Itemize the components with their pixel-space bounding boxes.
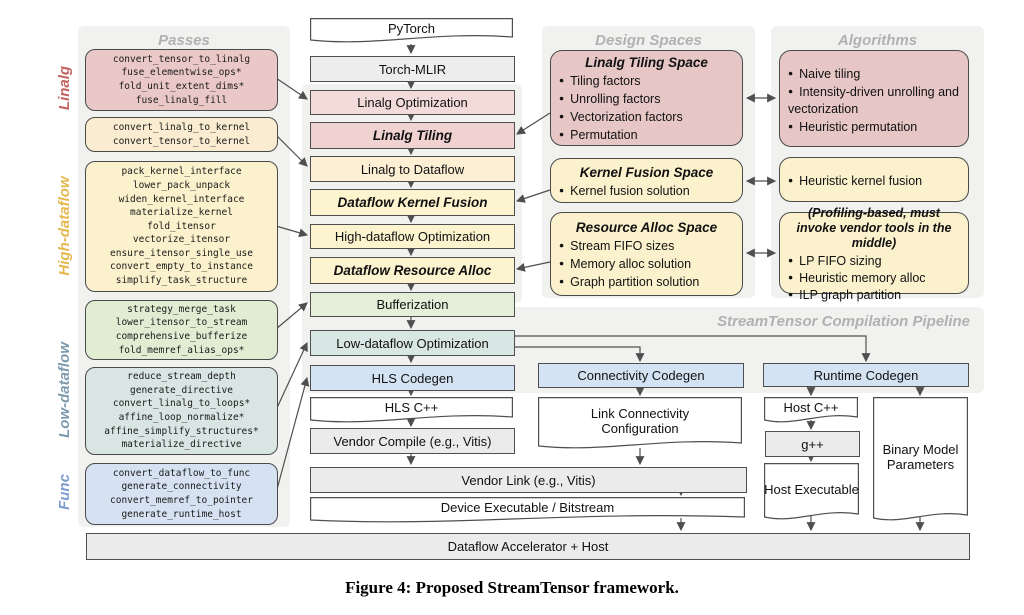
node-vendor-link: Vendor Link (e.g., Vitis) [310, 467, 747, 493]
node-link-connectivity-configuration: Link Connectivity Configuration [538, 397, 742, 450]
design-box-kernel-fusion-space: Kernel Fusion Space Kernel fusion soluti… [550, 158, 743, 203]
algo-box-tiling: Naive tiling Intensity-driven unrolling … [779, 50, 969, 147]
pass-line: fold_unit_extent_dims* [118, 81, 245, 92]
node-vendor-compile: Vendor Compile (e.g., Vitis) [310, 428, 515, 454]
pass-line: lower_pack_unpack [132, 179, 231, 191]
pass-line: affine_simplify_structures* [104, 425, 259, 437]
bullet: Graph partition solution [559, 273, 734, 291]
node-host-cpp: Host C++ [764, 397, 858, 424]
document-shape [764, 463, 859, 520]
pass-line: vectorize_itensor [132, 234, 231, 246]
pass-box-linalg-2: convert_linalg_to_kernel convert_tensor_… [85, 117, 278, 152]
pass-line: convert_empty_to_instance [110, 261, 253, 273]
bullet: Memory alloc solution [559, 255, 734, 273]
pass-line: lower_itensor_to_stream [115, 317, 248, 329]
node-bufferization: Bufferization [310, 292, 515, 317]
pass-box-high-dataflow: pack_kernel_interface lower_pack_unpack … [85, 161, 278, 292]
node-hls-codegen: HLS Codegen [310, 365, 515, 391]
section-label-linalg: Linalg [55, 65, 73, 111]
pass-line: simplify_task_structure [115, 275, 248, 287]
pass-line: affine_loop_normalize* [118, 412, 245, 423]
document-shape [764, 397, 858, 423]
node-binary-model-parameters: Binary Model Parameters [873, 397, 968, 522]
node-dataflow-kernel-fusion: Dataflow Kernel Fusion [310, 189, 515, 216]
pass-line: convert_dataflow_to_func [112, 467, 251, 479]
design-spaces-title: Design Spaces [595, 32, 702, 49]
node-device-executable: Device Executable / Bitstream [310, 497, 745, 524]
node-linalg-to-dataflow: Linalg to Dataflow [310, 156, 515, 182]
node-runtime-codegen: Runtime Codegen [763, 363, 969, 387]
pass-box-linalg-1: convert_tensor_to_linalg fuse_elementwis… [85, 49, 278, 111]
pipeline-title: StreamTensor Compilation Pipeline [717, 313, 970, 330]
node-low-dataflow-optimization: Low-dataflow Optimization [310, 330, 515, 356]
pass-box-low-dataflow: reduce_stream_depth generate_directive c… [85, 367, 278, 455]
pass-line: fold_itensor [147, 220, 216, 232]
node-torch-mlir: Torch-MLIR [310, 56, 515, 82]
node-host-executable: Host Executable [764, 463, 859, 521]
algo-box-fusion: Heuristic kernel fusion [779, 157, 969, 202]
bullet: Permutation [559, 126, 734, 144]
pass-line: fuse_linalg_fill [135, 94, 228, 106]
figure-caption: Figure 4: Proposed StreamTensor framewor… [345, 578, 679, 597]
passes-title: Passes [158, 32, 210, 49]
bullet: Heuristic permutation [788, 118, 960, 136]
node-dataflow-accelerator-host: Dataflow Accelerator + Host [86, 533, 970, 560]
bullet: Vectorization factors [559, 108, 734, 126]
document-shape [310, 497, 745, 523]
pass-line: convert_tensor_to_kernel [112, 135, 251, 147]
bullet: Kernel fusion solution [559, 182, 734, 200]
pass-line: convert_tensor_to_linalg [112, 53, 251, 65]
node-gpp: g++ [765, 431, 860, 457]
pass-line: pack_kernel_interface [121, 166, 242, 178]
pass-box-bufferization: strategy_merge_task lower_itensor_to_str… [85, 300, 278, 360]
algo-note: (Profiling-based, must invoke vendor too… [796, 205, 952, 250]
node-linalg-optimization: Linalg Optimization [310, 90, 515, 115]
section-label-func: Func [55, 474, 73, 510]
pass-line: fold_memref_alias_ops* [118, 344, 245, 356]
pass-line: widen_kernel_interface [118, 193, 245, 205]
document-shape [310, 397, 513, 423]
bullet: Heuristic memory alloc [788, 269, 960, 286]
pass-line: comprehensive_bufferize [115, 331, 248, 342]
pass-line: ensure_itensor_single_use [110, 247, 253, 259]
section-label-high-dataflow: High-dataflow [55, 176, 73, 276]
bullet: ILP graph partition [788, 286, 960, 303]
pass-line: materialize_kernel [130, 207, 233, 219]
pass-line: materialize_directive [121, 439, 242, 451]
design-box-resource-alloc-space: Resource Alloc Space Stream FIFO sizes M… [550, 212, 743, 296]
node-dataflow-resource-alloc: Dataflow Resource Alloc [310, 257, 515, 284]
pass-box-func: convert_dataflow_to_func generate_connec… [85, 463, 278, 525]
bullet: Stream FIFO sizes [559, 237, 734, 255]
pass-line: reduce_stream_depth [127, 371, 236, 383]
bullet: LP FIFO sizing [788, 252, 960, 269]
pass-line: convert_linalg_to_kernel [112, 121, 251, 133]
algorithms-title: Algorithms [837, 32, 918, 49]
node-pytorch: PyTorch [310, 18, 513, 44]
document-shape [538, 397, 742, 449]
node-linalg-tiling: Linalg Tiling [310, 122, 515, 149]
node-high-dataflow-optimization: High-dataflow Optimization [310, 224, 515, 249]
pass-line: strategy_merge_task [127, 303, 236, 315]
bullet: Intensity-driven unrolling and vectoriza… [788, 83, 960, 118]
pass-line: fuse_elementwise_ops* [121, 67, 242, 79]
document-shape [873, 397, 968, 521]
bullet: Unrolling factors [559, 90, 734, 108]
node-connectivity-codegen: Connectivity Codegen [538, 363, 744, 388]
bullet: Naive tiling [788, 65, 960, 83]
design-box-linalg-tiling-space: Linalg Tiling Space Tiling factors Unrol… [550, 50, 743, 146]
pass-line: generate_connectivity [121, 481, 242, 493]
pass-line: generate_directive [130, 384, 233, 396]
document-shape [310, 18, 513, 43]
bullet: Tiling factors [559, 72, 734, 90]
pass-line: convert_linalg_to_loops* [112, 398, 251, 410]
algo-box-alloc: (Profiling-based, must invoke vendor too… [779, 206, 969, 302]
bullet: Heuristic kernel fusion [788, 172, 960, 190]
pass-line: convert_memref_to_pointer [110, 495, 253, 506]
pass-line: generate_runtime_host [121, 508, 242, 520]
node-hls-cpp: HLS C++ [310, 397, 513, 424]
